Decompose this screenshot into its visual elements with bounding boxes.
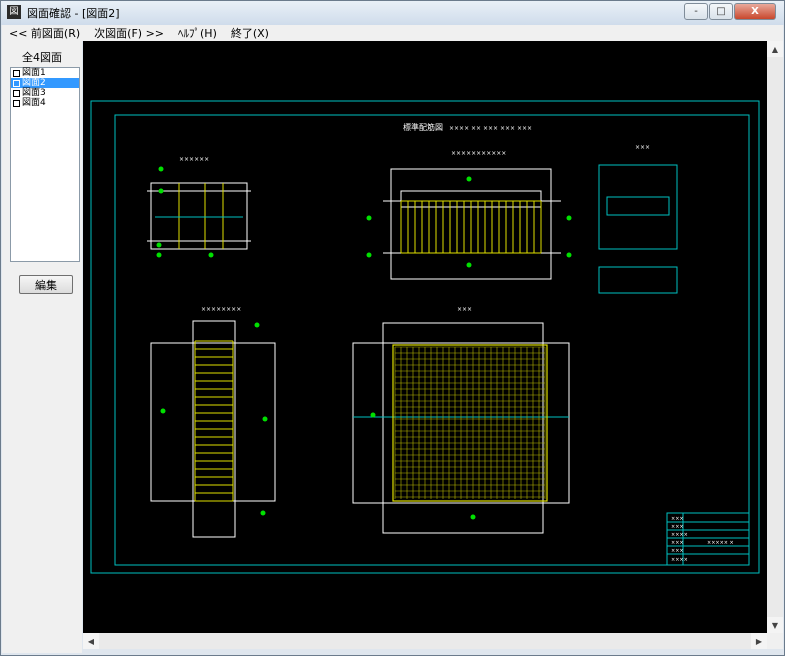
rebar-mesh-5: [394, 346, 546, 499]
svg-text:××××: ××××: [671, 557, 688, 563]
title-block: [666, 512, 750, 566]
checkbox-icon: [13, 99, 20, 107]
drawing-border-inner: [114, 114, 750, 566]
edit-button[interactable]: 編集: [19, 275, 73, 294]
scroll-right-icon[interactable]: ▶: [751, 633, 767, 649]
svg-text:×××: ×××: [671, 540, 684, 546]
menu-bar: << 前図面(R) 次図面(F) >> ﾍﾙﾌﾟ(H) 終了(X): [2, 25, 783, 41]
list-item[interactable]: 図面2: [11, 78, 79, 88]
svg-text:×××: ×××: [671, 548, 684, 554]
horizontal-scrollbar[interactable]: ◀ ▶: [83, 633, 767, 649]
menu-help[interactable]: ﾍﾙﾌﾟ(H): [178, 27, 217, 40]
svg-text:××××× ×: ××××× ×: [707, 540, 734, 546]
title-block-text: ×××××××××× ×××××××××× ××××× ×: [671, 516, 734, 563]
view-section-1: ××××××: [147, 156, 251, 250]
checkbox-icon: [13, 69, 20, 77]
menu-prev-drawing[interactable]: << 前図面(R): [9, 27, 81, 40]
list-item[interactable]: 図面3: [11, 88, 79, 98]
svg-text:×××××××××××: ×××××××××××: [451, 150, 506, 157]
rebar-grid-4: [194, 340, 234, 502]
svg-text:×××: ×××: [671, 524, 684, 530]
cad-drawing: 標準配筋図 ×××× ×× ××× ××× ××× ××××××: [90, 100, 760, 574]
vertical-scrollbar[interactable]: ▲ ▼: [767, 41, 783, 633]
rebar-tags-5: [370, 412, 476, 520]
title-bar: 図 図面確認 - [図面2] - □ X: [1, 1, 784, 25]
drawing-title: 標準配筋図: [403, 122, 443, 132]
checkbox-icon: [13, 79, 20, 87]
rebar-mesh-outline: [392, 344, 548, 502]
view-detail-3: ×××: [598, 144, 678, 294]
drawing-list[interactable]: 図面1 図面2 図面3 図面4: [10, 67, 80, 262]
drawing-subtitle-marks: ×××× ×× ××× ××× ×××: [449, 125, 532, 132]
drawing-canvas[interactable]: 標準配筋図 ×××× ×× ××× ××× ××× ××××××: [83, 41, 767, 633]
rebar-tags-2: [366, 176, 572, 268]
rebar-tags-4: [160, 322, 268, 516]
app-icon: 図: [7, 5, 21, 19]
menu-exit[interactable]: 終了(X): [230, 27, 269, 40]
rebar-tags-1: [156, 166, 214, 258]
scroll-down-icon[interactable]: ▼: [767, 617, 783, 633]
svg-text:××××××××: ××××××××: [201, 306, 241, 313]
minimize-button[interactable]: -: [684, 3, 708, 20]
list-item[interactable]: 図面4: [11, 98, 79, 108]
drawing-list-panel: 全4図面 図面1 図面2 図面3 図面4 編集: [2, 41, 82, 653]
svg-text:×××: ×××: [635, 144, 650, 151]
scroll-up-icon[interactable]: ▲: [767, 41, 783, 57]
drawing-border-outer: [90, 100, 760, 574]
scroll-left-icon[interactable]: ◀: [83, 633, 99, 649]
list-item[interactable]: 図面1: [11, 68, 79, 78]
svg-text:××××××: ××××××: [179, 156, 209, 163]
menu-next-drawing[interactable]: 次図面(F) >>: [94, 27, 164, 40]
svg-text:×××: ×××: [671, 516, 684, 522]
svg-text:×××: ×××: [457, 306, 472, 313]
close-button[interactable]: X: [734, 3, 776, 20]
checkbox-icon: [13, 89, 20, 97]
window-title: 図面確認 - [図面2]: [27, 7, 120, 20]
all-drawings-label: 全4図面: [22, 51, 62, 64]
rebar-grid-2: [400, 200, 542, 254]
scrollbar-corner: [767, 633, 783, 649]
maximize-button[interactable]: □: [709, 3, 733, 20]
svg-text:××××: ××××: [671, 532, 688, 538]
